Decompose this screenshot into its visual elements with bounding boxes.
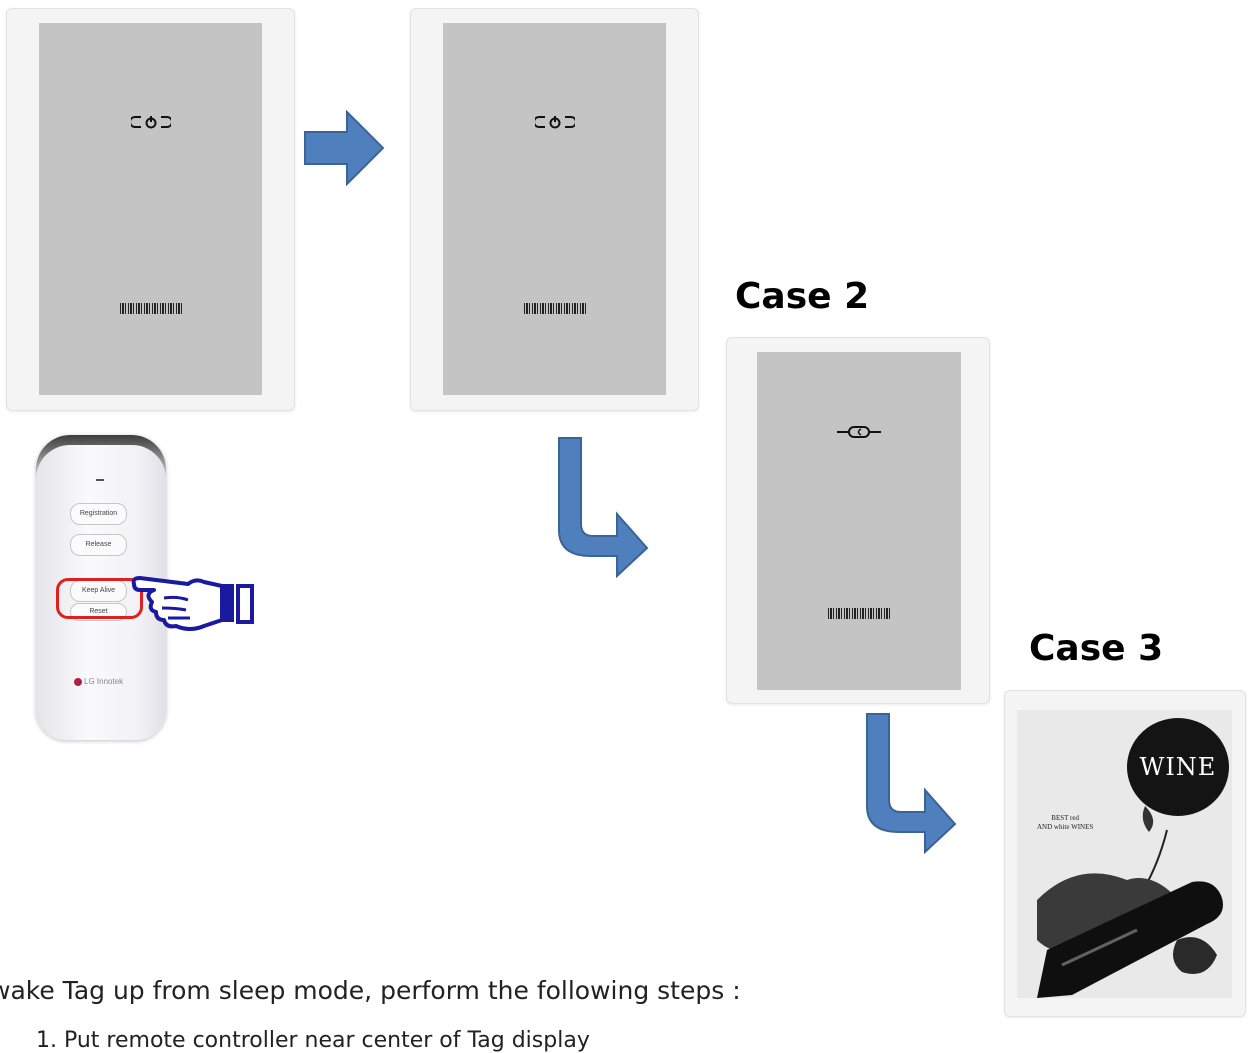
tag-screen — [443, 23, 666, 395]
tag-screen — [39, 23, 262, 395]
power-sleep-icon — [443, 114, 666, 135]
power-sleep-icon — [39, 114, 262, 135]
tag-display-sleep-1 — [6, 8, 295, 411]
arrow-down-right-icon — [558, 437, 649, 578]
wine-poster: WINE BEST red AND white WINES — [1017, 710, 1232, 998]
tag-screen — [757, 352, 961, 690]
barcode-icon — [523, 303, 586, 314]
wine-bottle-illustration — [1037, 806, 1223, 998]
tag-display-case-2 — [726, 337, 990, 704]
tag-display-case-3: WINE BEST red AND white WINES — [1004, 690, 1246, 1017]
release-button[interactable]: Release — [70, 534, 127, 556]
brand-name: LG Innotek — [84, 677, 124, 686]
status-led — [96, 479, 104, 481]
wine-title: WINE — [1127, 718, 1229, 816]
barcode-icon — [119, 303, 182, 314]
remote-controller: Registration Release Keep Alive Reset LG… — [36, 435, 166, 740]
wine-subtitle: BEST red AND white WINES — [1037, 814, 1093, 832]
brand-logo: LG Innotek — [74, 677, 123, 686]
arrow-down-right-icon — [866, 713, 957, 854]
case-2-label: Case 2 — [735, 276, 870, 317]
case-3-label: Case 3 — [1029, 628, 1164, 669]
wine-subtitle-line-1: BEST red — [1051, 814, 1079, 822]
remote-body: Registration Release Keep Alive Reset LG… — [36, 445, 166, 740]
arrow-right-icon — [304, 110, 385, 186]
barcode-icon — [828, 608, 890, 619]
pointing-hand-icon — [131, 576, 254, 631]
tag-display-sleep-2 — [410, 8, 699, 411]
instruction-text: wake Tag up from sleep mode, perform the… — [0, 976, 741, 1005]
keep-alive-highlight — [56, 578, 143, 619]
wine-subtitle-line-2: AND white WINES — [1037, 823, 1094, 831]
link-icon — [757, 424, 961, 445]
registration-button[interactable]: Registration — [70, 503, 127, 525]
